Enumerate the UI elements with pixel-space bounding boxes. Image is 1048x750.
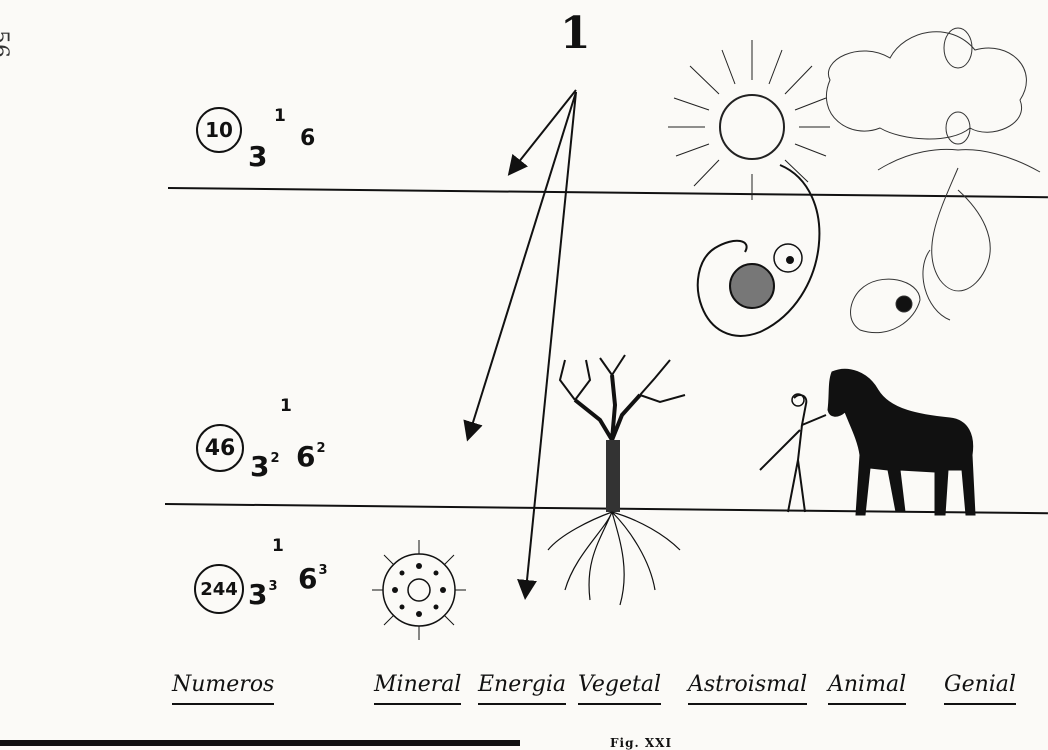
label-astral: Astroismal (688, 672, 807, 705)
label-energia: Energia (478, 672, 566, 705)
horse-and-man-drawing (760, 369, 975, 515)
label-numeros: Numeros (172, 672, 274, 705)
arrow-to-row3 (526, 92, 576, 590)
winged-figure-drawing (826, 28, 1040, 333)
figure-caption: Fig. XXI (610, 736, 672, 750)
label-animal: Animal (828, 672, 906, 705)
arrows (470, 90, 576, 590)
sun-drawing (668, 40, 830, 200)
label-vegetal: Vegetal (578, 672, 661, 705)
arrow-to-row1 (514, 90, 576, 168)
label-mineral: Mineral (374, 672, 461, 705)
label-genial: Genial (944, 672, 1016, 705)
bottom-edge-bar (0, 740, 520, 746)
mineral-wheel-drawing (372, 540, 466, 640)
spiral-drawing (698, 165, 820, 336)
tree-drawing (548, 355, 685, 605)
